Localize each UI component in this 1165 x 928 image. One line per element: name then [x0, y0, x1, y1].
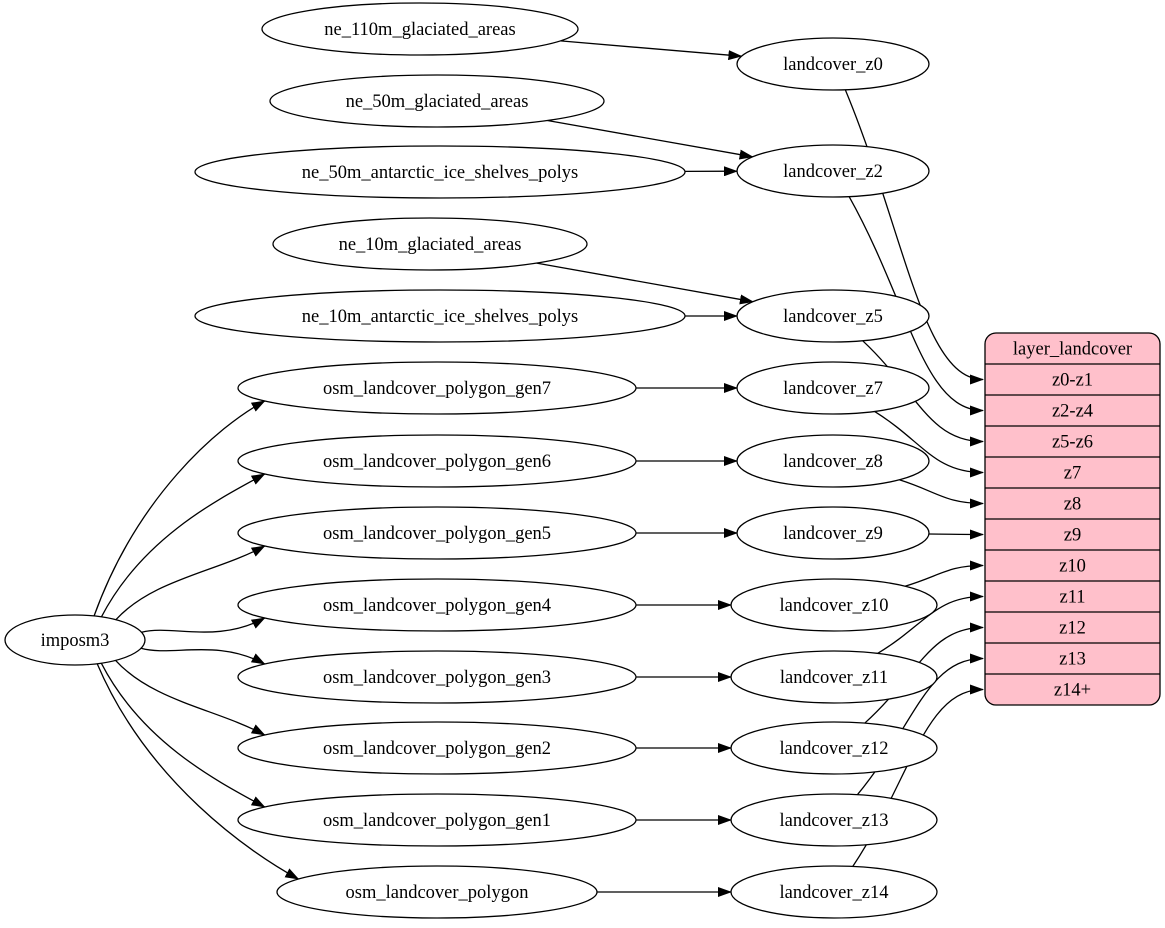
node-landcover_z9-label: landcover_z9 — [783, 524, 883, 544]
node-osm_landcover_polygon_gen2-label: osm_landcover_polygon_gen2 — [323, 739, 551, 759]
edge-landcover_z9-to-row-z9 — [929, 534, 983, 535]
node-osm_landcover_polygon_gen7-label: osm_landcover_polygon_gen7 — [323, 379, 551, 399]
table-row-z10-label: z10 — [1059, 557, 1086, 577]
node-landcover_z5-label: landcover_z5 — [783, 307, 883, 327]
node-landcover_z13-label: landcover_z13 — [780, 811, 889, 831]
edge-imposm3-to-osm_landcover_polygon_gen7 — [94, 401, 265, 616]
node-ne_10m_antarctic_ice_shelves_polys-label: ne_10m_antarctic_ice_shelves_polys — [302, 307, 578, 327]
node-landcover_z8-label: landcover_z8 — [783, 452, 883, 472]
nodes-layer: imposm3 ne_110m_glaciated_areas ne_50m_gla… — [5, 3, 937, 918]
table-row-z8-label: z8 — [1064, 495, 1081, 515]
node-ne_50m_antarctic_ice_shelves_polys-label: ne_50m_antarctic_ice_shelves_polys — [302, 163, 578, 183]
edge-ne_110m_glaciated_areas-to-landcover_z0 — [561, 41, 742, 56]
node-osm_landcover_polygon_gen1-label: osm_landcover_polygon_gen1 — [323, 811, 551, 831]
node-landcover_z14-label: landcover_z14 — [780, 883, 889, 903]
edge-imposm3-to-osm_landcover_polygon_gen4 — [142, 618, 265, 632]
edge-imposm3-to-osm_landcover_polygon — [97, 664, 298, 879]
edge-landcover_z8-to-row-z8 — [899, 480, 983, 504]
table-row-z13-label: z13 — [1059, 650, 1086, 670]
table-row-z2-z4-label: z2-z4 — [1052, 402, 1093, 422]
table-row-z11-label: z11 — [1059, 588, 1085, 608]
table-header-label: layer_landcover — [1013, 340, 1132, 360]
edge-imposm3-to-osm_landcover_polygon_gen3 — [141, 648, 265, 664]
node-osm_landcover_polygon_gen4-label: osm_landcover_polygon_gen4 — [323, 596, 551, 616]
table-row-z12-label: z12 — [1059, 619, 1086, 639]
node-landcover_z11-label: landcover_z11 — [780, 668, 888, 688]
node-landcover_z2-label: landcover_z2 — [783, 162, 883, 182]
node-landcover_z0-label: landcover_z0 — [783, 55, 883, 75]
node-osm_landcover_polygon_gen6-label: osm_landcover_polygon_gen6 — [323, 452, 551, 472]
table-row-z9-label: z9 — [1064, 526, 1081, 546]
edge-landcover_z10-to-row-z10 — [905, 566, 983, 587]
table-row-z7-label: z7 — [1064, 464, 1081, 484]
node-landcover_z10-label: landcover_z10 — [780, 596, 889, 616]
node-landcover_z12-label: landcover_z12 — [780, 739, 889, 759]
node-osm_landcover_polygon-label: osm_landcover_polygon — [346, 883, 529, 903]
node-osm_landcover_polygon_gen3-label: osm_landcover_polygon_gen3 — [323, 668, 551, 688]
node-ne_50m_glaciated_areas-label: ne_50m_glaciated_areas — [346, 92, 529, 112]
node-ne_110m_glaciated_areas-label: ne_110m_glaciated_areas — [324, 20, 515, 40]
table-row-z5-z6-label: z5-z6 — [1052, 433, 1093, 453]
node-imposm3-label: imposm3 — [41, 631, 110, 651]
table-layer: layer_landcover z0-z1 z2-z4 z5-z6 z7 z8 z9 z10 z… — [985, 333, 1160, 705]
node-osm_landcover_polygon_gen5-label: osm_landcover_polygon_gen5 — [323, 524, 551, 544]
table-row-z14+-label: z14+ — [1054, 681, 1091, 701]
table-row-z0-z1-label: z0-z1 — [1052, 371, 1093, 391]
node-ne_10m_glaciated_areas-label: ne_10m_glaciated_areas — [339, 235, 522, 255]
edge-imposm3-to-osm_landcover_polygon_gen1 — [101, 663, 264, 807]
node-landcover_z7-label: landcover_z7 — [783, 379, 883, 399]
